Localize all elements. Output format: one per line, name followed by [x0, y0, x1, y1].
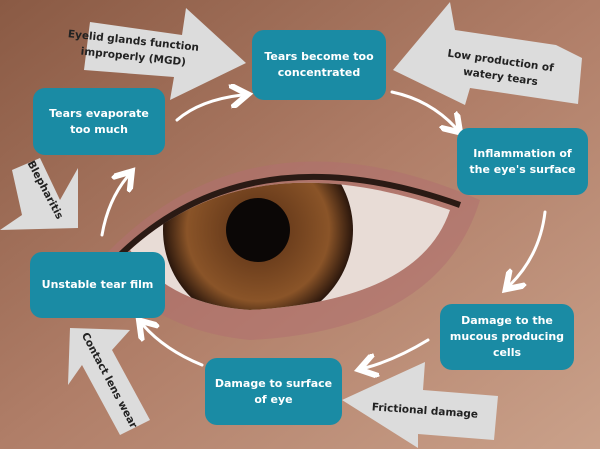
cycle-arrow-unstable-to-evaporate — [100, 176, 128, 237]
cause-arrow-mgd: Eyelid glands function improperly (MGD) — [67, 8, 246, 100]
step-mucous-damage: Damage to the mucous producing cells — [440, 304, 574, 370]
step-tears-concentrated: Tears become too concentrated — [252, 30, 386, 100]
step-surface-damage: Damage to surface of eye — [205, 358, 342, 425]
eyelashes — [117, 174, 462, 258]
cycle-arrow-mucous-to-surface — [365, 338, 430, 368]
cause-arrow-low-production: Low production of watery tears — [393, 2, 582, 105]
cycle-arrow-inflammation-to-mucous — [510, 210, 547, 285]
cycle-arrow-surface-to-unstable — [143, 325, 204, 367]
eyeball — [130, 182, 450, 310]
cycle-arrow-concentrated-to-inflammation — [390, 90, 456, 128]
pupil — [226, 198, 290, 262]
step-unstable-tear-film: Unstable tear film — [30, 252, 165, 318]
step-inflammation: Inflammation of the eye's surface — [457, 128, 588, 195]
cycle-arrow-evaporate-to-concentrated — [175, 95, 242, 122]
step-tears-evaporate: Tears evaporate too much — [33, 88, 165, 155]
cause-arrow-frictional: Frictional damage — [342, 362, 498, 448]
